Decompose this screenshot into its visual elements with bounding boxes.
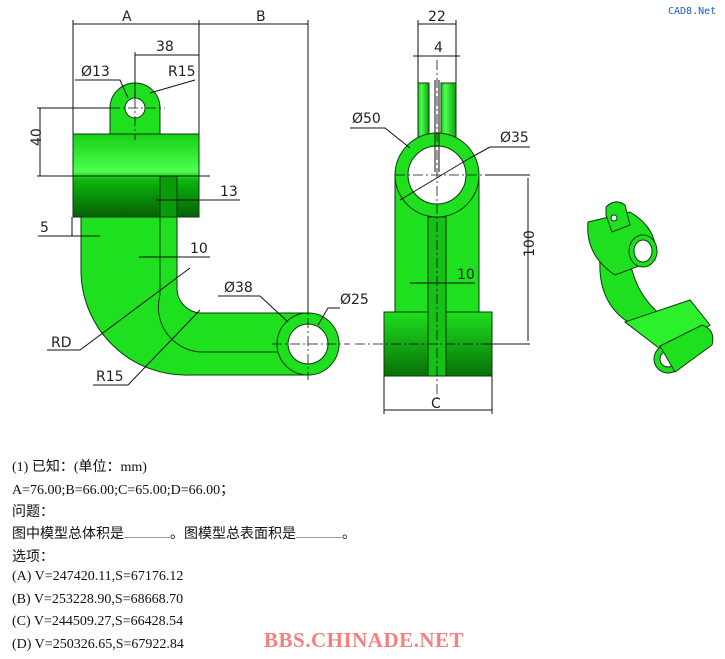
- isometric-view: [587, 201, 714, 374]
- dim-R15-lug: R15: [168, 64, 196, 80]
- dim-13: 13: [220, 184, 238, 200]
- option-d: (D) V=250326.65,S=67922.84: [12, 637, 184, 652]
- option-c: (C) V=244509.27,S=66428.54: [12, 614, 184, 629]
- area-blank: [296, 525, 342, 538]
- dim-d50: Ø50: [352, 111, 381, 127]
- front-view: A B 38 Ø13 R15 40 13 5 10 RD R15 Ø38 Ø25: [29, 9, 369, 386]
- volume-blank: [124, 525, 170, 538]
- dim-100: 100: [522, 230, 538, 257]
- dim-B: B: [256, 9, 266, 25]
- site-watermark: CAD8.Net: [668, 6, 717, 17]
- dim-22: 22: [428, 9, 446, 25]
- question-part-end: 。: [342, 527, 356, 542]
- dim-d13: Ø13: [81, 64, 110, 80]
- dim-d35: Ø35: [500, 130, 529, 146]
- question-part-volume: 图中模型总体积是: [12, 527, 124, 542]
- front-arm: [80, 216, 309, 376]
- dim-A: A: [122, 9, 132, 25]
- dim-10-side: 10: [457, 267, 475, 283]
- dim-38: 38: [156, 39, 174, 55]
- known-values: A=76.00;B=66.00;C=65.00;D=66.00；: [12, 483, 235, 498]
- question-text: 图中模型总体积是 。图模型总表面积是 。: [12, 523, 356, 543]
- cad-drawing: A B 38 Ø13 R15 40 13 5 10 RD R15 Ø38 Ø25…: [29, 9, 714, 414]
- dim-4: 4: [434, 40, 443, 56]
- forum-watermark: BBS.CHINADE.NET: [264, 628, 465, 652]
- question-part-area: 。图模型总表面积是: [170, 527, 296, 542]
- dim-R15-bend: R15: [96, 369, 124, 385]
- side-view: 22 4 Ø50 Ø35 100 10 C: [350, 9, 538, 414]
- question-label: 问题：: [12, 505, 54, 520]
- options-label: 选项：: [12, 550, 54, 565]
- option-b: (B) V=253228.90,S=68668.70: [12, 592, 184, 607]
- dim-40: 40: [29, 128, 45, 146]
- dim-C: C: [431, 396, 441, 412]
- dim-d38: Ø38: [224, 280, 253, 296]
- dim-d25: Ø25: [340, 292, 369, 308]
- front-web: [157, 176, 278, 353]
- question-header: (1) 已知：(单位：mm): [12, 460, 147, 475]
- dim-10: 10: [190, 241, 208, 257]
- option-a: (A) V=247420.11,S=67176.12: [12, 569, 184, 584]
- dim-RD: RD: [51, 335, 72, 351]
- dim-5: 5: [40, 220, 49, 236]
